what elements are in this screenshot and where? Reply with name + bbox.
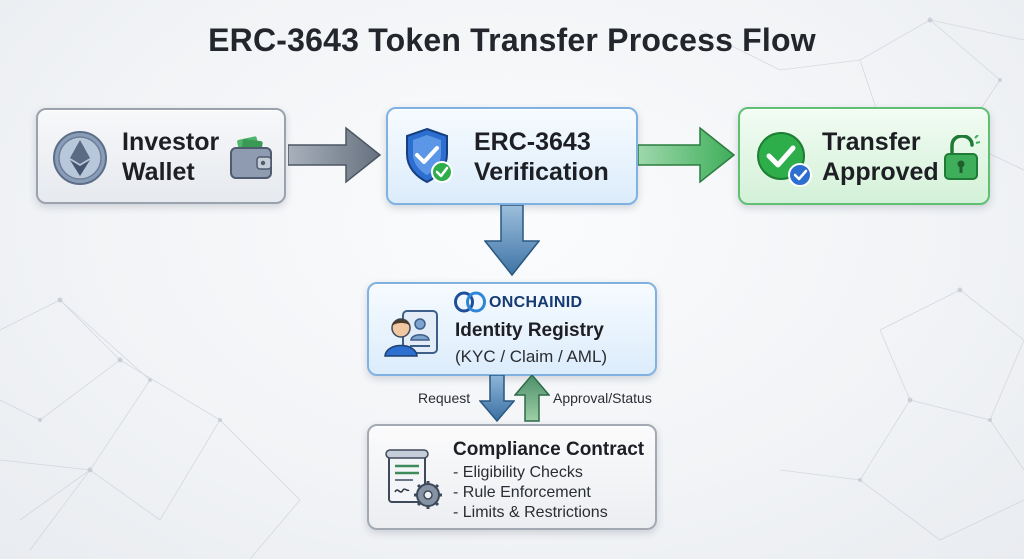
transfer-approved-node: Transfer Approved	[738, 107, 990, 205]
compliance-item-eligibility: - Eligibility Checks	[453, 464, 583, 481]
compliance-contract-title: Compliance Contract	[453, 439, 645, 460]
verification-label-line2: Verification	[474, 158, 609, 186]
request-label: Request	[418, 390, 471, 406]
compliance-contract-list: - Eligibility Checks - Rule Enforcement …	[453, 463, 608, 523]
arrow-request-down	[479, 375, 515, 423]
investor-wallet-label-line1: Investor	[122, 128, 220, 156]
unlocked-padlock-icon	[944, 135, 980, 180]
id-card-icon	[384, 310, 438, 357]
investor-wallet-node: Investor Wallet	[36, 108, 286, 204]
diagram-title: ERC-3643 Token Transfer Process Flow	[208, 22, 816, 58]
arrow-verification-to-approved	[638, 126, 736, 184]
onchainid-logo-icon	[454, 291, 486, 313]
transfer-approved-label-line2: Approved	[822, 158, 939, 186]
verification-label-line1: ERC-3643	[474, 128, 591, 156]
verification-node: ERC-3643 Verification	[386, 107, 638, 205]
compliance-item-rule-enforcement: - Rule Enforcement	[453, 484, 591, 501]
shield-check-icon	[406, 127, 453, 184]
arrow-wallet-to-verification	[288, 126, 382, 184]
wallet-icon	[230, 136, 272, 179]
arrow-verification-to-registry	[484, 205, 540, 277]
investor-wallet-label-line2: Wallet	[122, 158, 195, 186]
approval-status-label: Approval/Status	[553, 390, 652, 406]
compliance-contract-node: Compliance Contract - Eligibility Checks…	[367, 424, 657, 530]
identity-registry-title: Identity Registry	[455, 320, 604, 341]
check-circle-icon	[757, 132, 812, 187]
transfer-approved-label-line1: Transfer	[822, 128, 921, 156]
compliance-item-limits: - Limits & Restrictions	[453, 504, 608, 521]
arrow-approval-status-up	[514, 375, 550, 422]
ethereum-coin-icon	[53, 131, 107, 185]
identity-registry-subtitle: (KYC / Claim / AML)	[455, 347, 608, 366]
identity-registry-node: ONCHAINID Identity Registry (KYC / Claim…	[367, 282, 657, 376]
onchainid-brand-label: ONCHAINID	[489, 294, 583, 311]
contract-gear-icon	[385, 449, 442, 509]
